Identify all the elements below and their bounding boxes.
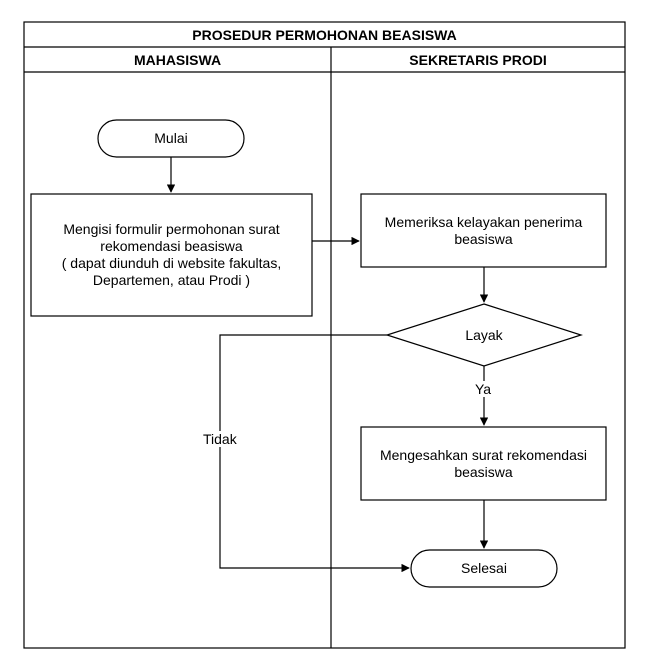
fill-form-label: Mengisi formulir permohonan surat rekome… (31, 194, 312, 316)
lane-header-mahasiswa: MAHASISWA (133, 51, 222, 68)
lane-header-sekretaris-prodi: SEKRETARIS PRODI (409, 51, 547, 68)
diagram-title: PROSEDUR PERMOHONAN BEASISWA (192, 26, 457, 43)
edge-decision-no (219, 334, 410, 573)
end-label: Selesai (461, 560, 507, 576)
decision-label: Layak (465, 326, 503, 343)
check-label: Memeriksa kelayakan penerima beasiswa (361, 194, 606, 267)
fill-form-line-1: Mengisi formulir permohonan surat (63, 221, 280, 237)
fill-form-line-3: ( dapat diunduh di website fakultas, (61, 255, 282, 271)
approve-line-1: Mengesahkan surat rekomendasi (379, 446, 587, 463)
edge-label-yes: Ya (473, 381, 494, 397)
approve-process (360, 426, 607, 501)
edge-label-no: Tidak (201, 431, 239, 447)
approve-line-2: beasiswa (454, 463, 513, 480)
check-line-2: beasiswa (454, 230, 513, 247)
check-line-1: Memeriksa kelayakan penerima (384, 213, 583, 230)
fill-form-line-4: Departemen, atau Prodi ) (92, 272, 251, 288)
start-label: Mulai (154, 130, 188, 146)
end-terminator (410, 549, 558, 588)
check-process (360, 193, 607, 268)
fill-form-line-2: rekomendasi beasiswa (100, 238, 243, 254)
approve-label: Mengesahkan surat rekomendasi beasiswa (361, 427, 606, 500)
fill-form-process (30, 193, 313, 317)
